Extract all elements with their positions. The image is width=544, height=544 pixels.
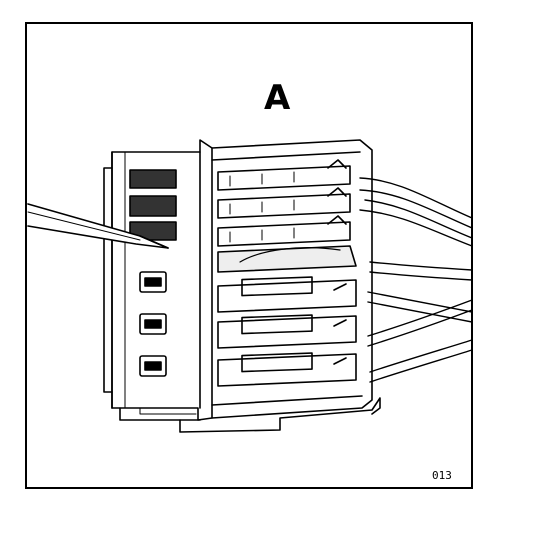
wire-bundle — [359, 177, 473, 383]
connector-slots — [139, 271, 167, 377]
connector-base — [119, 397, 381, 433]
connector-housing — [103, 139, 213, 421]
connector-terminals — [211, 139, 373, 419]
figure-code: 013 — [432, 469, 452, 482]
release-tool — [27, 203, 169, 249]
view-label: A — [264, 78, 291, 118]
